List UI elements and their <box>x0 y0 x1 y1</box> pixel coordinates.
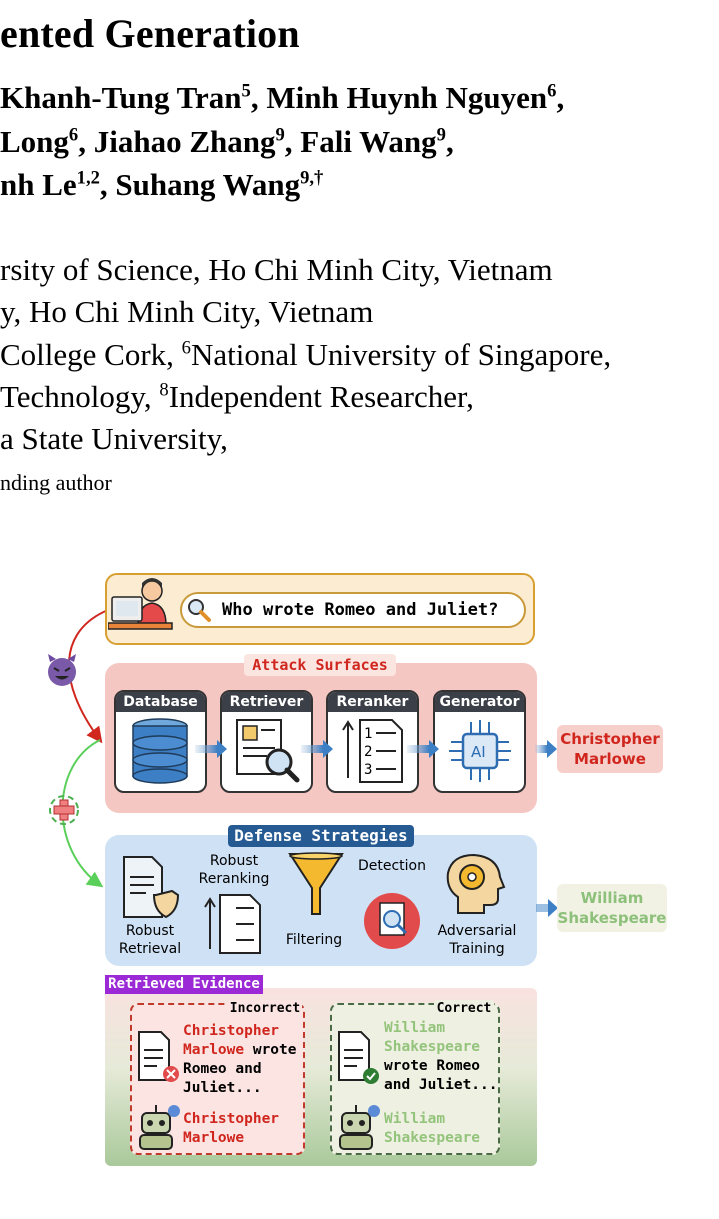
incorrect-evidence-text: Christopher Marlowe wrote Romeo and Juli… <box>183 1023 297 1096</box>
retriever-label: Retriever <box>222 692 311 712</box>
defense-output-arrow <box>536 899 558 917</box>
correct-tag: Correct <box>434 1000 494 1017</box>
detection-icon <box>364 893 420 949</box>
corresponding-author-note: nding author <box>0 470 112 495</box>
pipeline-arrows <box>195 740 557 758</box>
detection-label: Detection <box>357 858 426 874</box>
paper-title: ented Generation <box>0 11 300 56</box>
rank-2: 2 <box>364 744 372 760</box>
attack-surfaces-label: Attack Surfaces <box>244 654 396 676</box>
robot-icon <box>339 1105 380 1150</box>
affiliation-line-5: a State University, <box>0 421 228 456</box>
author-line-1: Khanh-Tung Tran5, Minh Huynh Nguyen6, <box>0 80 565 115</box>
reranker-label: Reranker <box>328 692 417 712</box>
gear-head-icon <box>446 853 506 914</box>
author-line-2: Long6, Jiahao Zhang9, Fali Wang9, <box>0 124 454 159</box>
reranker-component: Reranker <box>326 690 419 793</box>
healing-icon <box>49 795 79 825</box>
ai-chip-icon: AI <box>449 720 511 782</box>
generator-component: Generator <box>433 690 526 793</box>
attack-output-answer: Christopher Marlowe <box>557 725 663 773</box>
query-input <box>180 592 526 628</box>
user-at-laptop-icon <box>108 578 173 630</box>
rank-1: 1 <box>364 726 372 742</box>
affiliation-line-2: y, Ho Chi Minh City, Vietnam <box>0 294 374 329</box>
affiliation-line-3: College Cork, 6National University of Si… <box>0 337 612 372</box>
search-icon <box>188 599 211 622</box>
defense-output-answer: William Shakespeare <box>557 884 667 932</box>
reranking-list-icon <box>204 894 261 954</box>
document-search-icon <box>236 719 300 783</box>
devil-icon <box>48 654 76 686</box>
filtering-label: Filtering <box>285 932 343 948</box>
funnel-icon <box>288 852 344 915</box>
document-check-icon <box>338 1031 379 1084</box>
author-line-3: nh Le1,2, Suhang Wang9,† <box>0 167 324 202</box>
document-error-icon <box>138 1031 179 1082</box>
retrieved-evidence-label: Retrieved Evidence <box>105 975 263 994</box>
affiliation-line-4: Technology, 8Independent Researcher, <box>0 379 474 414</box>
incorrect-tag: Incorrect <box>228 1000 302 1017</box>
affiliation-line-1: rsity of Science, Ho Chi Minh City, Viet… <box>0 252 553 287</box>
defense-strategies-label: Defense Strategies <box>228 825 414 847</box>
query-text: Who wrote Romeo and Juliet? <box>222 600 499 620</box>
shield-document-icon <box>123 856 180 919</box>
database-label: Database <box>116 692 205 712</box>
rank-3: 3 <box>364 762 372 778</box>
robot-icon <box>139 1105 180 1150</box>
correct-evidence-text: William Shakespeare wrote Romeo and Juli… <box>384 1020 498 1093</box>
generator-label: Generator <box>435 692 524 712</box>
ai-chip-label: AI <box>471 743 486 761</box>
database-icon <box>132 718 188 784</box>
ranked-list-icon: 1 2 3 <box>342 719 403 783</box>
